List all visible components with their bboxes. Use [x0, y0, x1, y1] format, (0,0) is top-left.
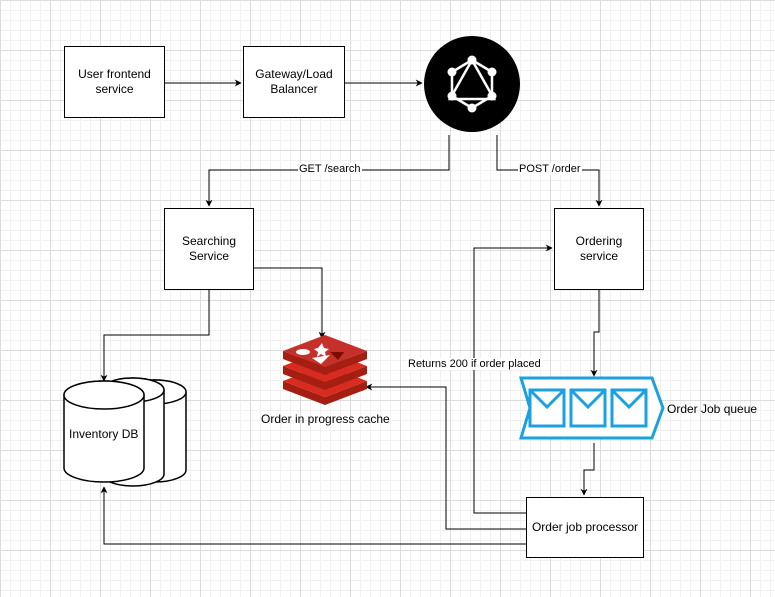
- edge-searching-to-cache: [254, 267, 326, 339]
- edge-queue-to-processor: [580, 443, 595, 496]
- inventory-db-label: Inventory DB: [69, 427, 139, 441]
- returns-200-edge-label: Returns 200 if order placed: [407, 358, 542, 370]
- ordering-service-label: Ordering service: [575, 234, 623, 263]
- message-queue-icon: [518, 376, 665, 440]
- order-processor-label: Order job processor: [531, 520, 639, 534]
- order-cache-label: Order in progress cache: [261, 412, 390, 426]
- order-queue-label: Order Job queue: [667, 402, 758, 416]
- database-cylinder-icon: [63, 377, 187, 487]
- graphql-logo-icon: [424, 36, 520, 132]
- edge-processor-to-cache: [365, 383, 526, 530]
- user-frontend-label: User frontend service: [78, 67, 151, 96]
- searching-service-label: Searching Service: [181, 234, 237, 263]
- edge-processor-to-inventory: [100, 486, 526, 545]
- redis-logo-icon: [283, 335, 367, 405]
- gateway-node: Gateway/Load Balancer: [243, 46, 345, 118]
- searching-service-node: Searching Service: [164, 208, 254, 290]
- post-order-edge-label: POST /order: [518, 163, 582, 175]
- order-processor-node: Order job processor: [526, 497, 644, 558]
- gateway-label: Gateway/Load Balancer: [255, 67, 333, 96]
- user-frontend-node: User frontend service: [64, 46, 165, 118]
- edge-ordering-to-queue: [590, 290, 600, 377]
- edge-searching-to-inventory: [100, 290, 210, 382]
- ordering-service-node: Ordering service: [554, 208, 644, 290]
- edge-processor-to-ordering: [473, 244, 553, 514]
- get-search-edge-label: GET /search: [298, 163, 362, 175]
